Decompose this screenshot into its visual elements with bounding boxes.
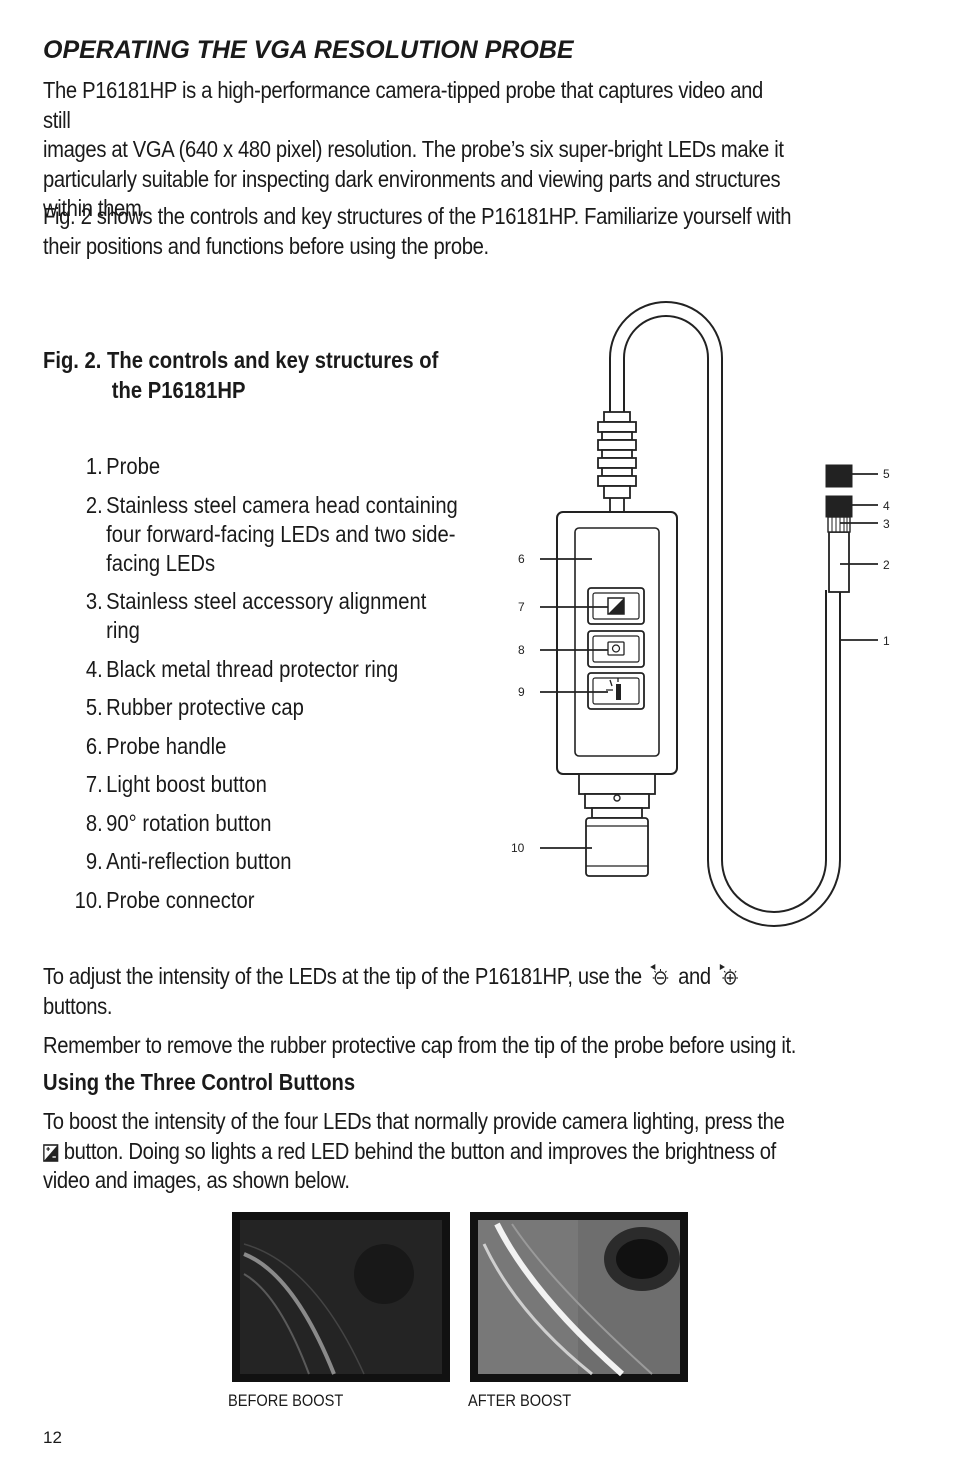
after-boost-caption: AFTER BOOST <box>468 1391 572 1410</box>
before-boost-image <box>240 1220 442 1375</box>
light-boost-paragraph: To boost the intensity of the four LEDs … <box>43 1108 785 1193</box>
list-item: 8.90° rotation button <box>85 809 272 836</box>
before-boost-caption: BEFORE BOOST <box>228 1391 344 1410</box>
callout-5: 5 <box>883 467 890 481</box>
callout-3: 3 <box>883 517 890 531</box>
list-item: 2.Stainless steel camera head containing… <box>85 491 458 576</box>
intro-paragraph: The P16181HP is a high-performance camer… <box>43 77 784 221</box>
callout-10: 10 <box>511 841 525 855</box>
list-item: 10.Probe connector <box>74 886 255 913</box>
anti-reflection-button[interactable] <box>587 672 645 710</box>
list-item: 4.Black metal thread protector ring <box>85 655 399 682</box>
list-item: 1.Probe <box>85 453 161 479</box>
callout-6: 6 <box>518 552 525 566</box>
page-number: 12 <box>43 1428 62 1447</box>
section-title: OPERATING THE VGA RESOLUTION PROBE <box>43 36 574 64</box>
list-item: 7.Light boost button <box>85 771 267 797</box>
remove-cap-paragraph: Remember to remove the rubber protective… <box>43 1032 797 1058</box>
callout-7: 7 <box>518 600 525 614</box>
list-item: 6.Probe handle <box>85 732 227 759</box>
led-decrease-icon <box>650 964 669 985</box>
light-boost-icon <box>43 1143 59 1162</box>
parts-list: 1.Probe 2.Stainless steel camera head co… <box>58 452 488 924</box>
after-boost-photo <box>470 1212 688 1382</box>
callout-4: 4 <box>883 499 890 513</box>
callout-2: 2 <box>883 558 890 572</box>
probe-connector <box>578 773 656 877</box>
list-item: 5.Rubber protective cap <box>85 694 304 720</box>
strain-relief <box>597 411 637 514</box>
figure-intro-paragraph: Fig. 2 shows the controls and key struct… <box>43 203 792 259</box>
control-buttons-heading: Using the Three Control Buttons <box>43 1069 356 1095</box>
probe-diagram: 6 7 8 9 10 5 4 3 2 1 <box>511 301 890 927</box>
led-intensity-paragraph: To adjust the intensity of the LEDs at t… <box>43 962 912 1021</box>
figure-caption: Fig. 2. The controls and key structures … <box>43 347 439 403</box>
callout-9: 9 <box>518 685 525 699</box>
led-increase-icon <box>719 964 738 985</box>
light-boost-button[interactable] <box>587 587 645 625</box>
rotation-button[interactable] <box>587 630 645 668</box>
callout-1: 1 <box>883 634 890 648</box>
callout-8: 8 <box>518 643 525 657</box>
after-boost-image <box>478 1220 680 1377</box>
list-item: 9.Anti-reflection button <box>85 848 292 874</box>
before-boost-photo <box>232 1212 450 1382</box>
probe-tip <box>825 464 853 593</box>
